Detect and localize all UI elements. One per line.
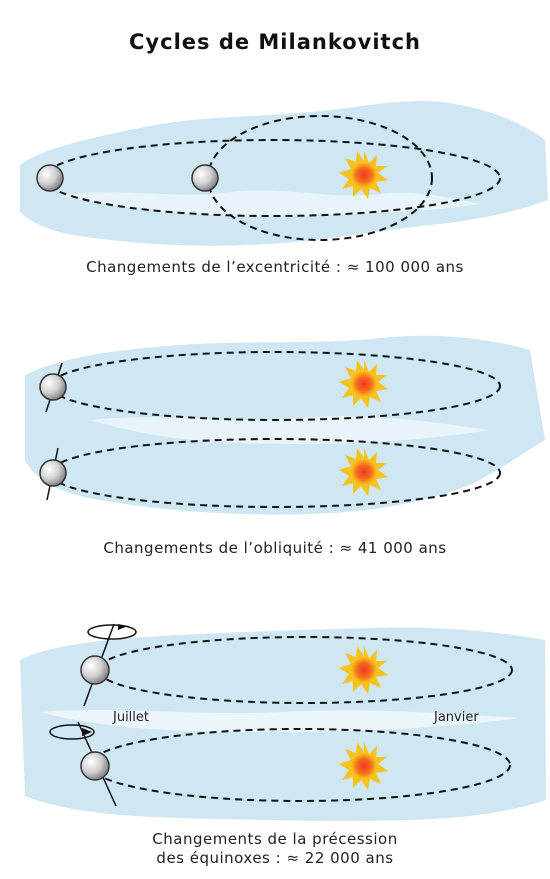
orbit-obliquity-1: [49, 351, 501, 421]
earth-icon: [80, 655, 110, 685]
earth-icon: [39, 373, 67, 401]
precession-arrow-2: [49, 724, 95, 740]
rotation-arrow-icon: [118, 624, 128, 630]
earth-icon: [191, 164, 219, 192]
orbit-obliquity-2: [49, 438, 501, 508]
earth-icon: [80, 751, 110, 781]
earth-icon: [39, 459, 67, 487]
diagram-title: Cycles de Milankovitch: [129, 30, 421, 54]
precession-arrow-1: [87, 624, 137, 640]
orbit-precession-1: [97, 636, 513, 704]
earth-icon: [36, 164, 64, 192]
caption-obliquity: Changements de l’obliquité : ≈ 41 000 an…: [103, 539, 447, 557]
rotation-arrow-icon: [82, 728, 92, 736]
label-juillet: Juillet: [113, 710, 150, 725]
label-janvier: Janvier: [434, 710, 479, 725]
caption-eccentricity: Changements de l’excentricité : ≈ 100 00…: [86, 258, 464, 276]
sky-background-1: [20, 100, 548, 246]
caption-precession-line1: Changements de la précession: [152, 830, 398, 848]
caption-precession-line2: des équinoxes : ≈ 22 000 ans: [156, 849, 394, 867]
caption-precession: Changements de la précession des équinox…: [0, 830, 550, 868]
